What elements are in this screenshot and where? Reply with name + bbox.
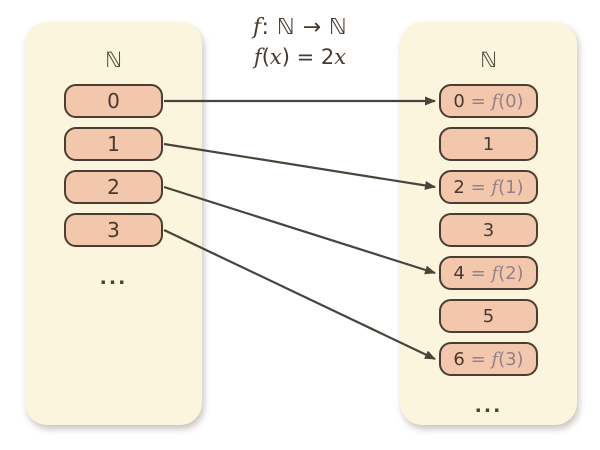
- domain-set-panel: ℕ 0 1 2 3 ...: [25, 22, 202, 425]
- right-element-2-value: 2: [453, 176, 465, 198]
- function-name: f: [252, 15, 262, 40]
- signature-text: : ℕ → ℕ: [261, 15, 348, 40]
- right-element-2: 2 = f(1): [439, 170, 538, 204]
- domain-set-label: ℕ: [105, 48, 122, 72]
- right-element-3: 3: [439, 213, 538, 247]
- mapping-arrow-2: [163, 185, 436, 275]
- left-element-0: 0: [64, 84, 163, 118]
- function-definition: f: ℕ → ℕ f(x) = 2x: [180, 14, 420, 72]
- left-element-2: 2: [64, 170, 163, 204]
- right-element-1: 1: [439, 127, 538, 161]
- right-element-6-value: 6: [453, 348, 465, 370]
- mapping-arrow-1: [163, 142, 436, 190]
- right-element-4-value: 4: [453, 262, 465, 284]
- left-element-1: 1: [64, 127, 163, 161]
- function-rule: f(x) = 2x: [253, 45, 347, 69]
- left-element-2-label: 2: [107, 175, 120, 199]
- codomain-set-label: ℕ: [480, 48, 497, 72]
- right-element-0-value: 0: [453, 90, 465, 112]
- function-signature: f: ℕ → ℕ: [180, 14, 420, 42]
- left-element-0-label: 0: [107, 89, 120, 113]
- domain-ellipsis: ...: [99, 267, 128, 289]
- left-element-1-label: 1: [107, 132, 120, 156]
- left-element-3: 3: [64, 213, 163, 247]
- codomain-ellipsis: ...: [474, 395, 503, 417]
- right-element-6: 6 = f(3): [439, 342, 538, 376]
- right-element-4: 4 = f(2): [439, 256, 538, 290]
- right-element-1-value: 1: [482, 133, 495, 155]
- right-element-5-value: 5: [482, 305, 495, 327]
- mapping-arrow-3: [163, 229, 436, 360]
- right-element-5: 5: [439, 299, 538, 333]
- codomain-set-panel: ℕ 0 = f(0) 1 2 = f(1) 3 4 = f(2) 5 6 = f…: [400, 22, 577, 425]
- right-element-3-value: 3: [482, 219, 495, 241]
- left-element-3-label: 3: [107, 218, 120, 242]
- right-element-0: 0 = f(0): [439, 84, 538, 118]
